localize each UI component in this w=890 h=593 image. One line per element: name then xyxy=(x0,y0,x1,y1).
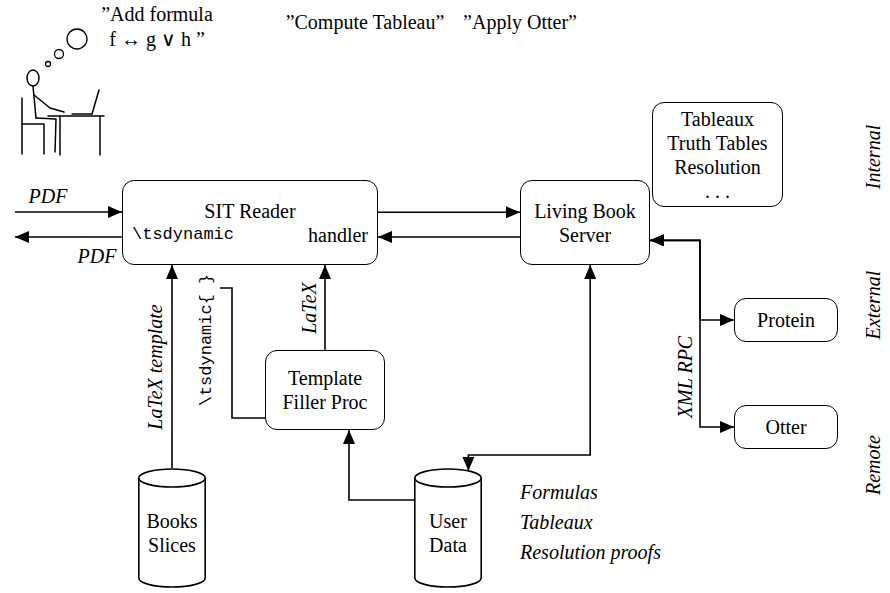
connector xyxy=(378,236,520,238)
text-stack: Living Book Server xyxy=(529,199,641,247)
leader-bracket xyxy=(220,288,265,418)
note-label: Resolution proofs xyxy=(520,541,661,564)
text-row: . . . xyxy=(660,179,775,203)
cylinder-top xyxy=(415,469,481,487)
storage-cylinder: Books Slices xyxy=(138,468,206,588)
node-text: Otter xyxy=(765,415,806,439)
note-label: Internal xyxy=(863,125,883,189)
text-stack: Books Slices xyxy=(140,509,204,557)
note-label: \tsdynamic{ } xyxy=(198,274,215,407)
node-text: Books Slices xyxy=(140,509,204,557)
node-text: handler xyxy=(308,223,368,247)
node-text: Truth Tables xyxy=(667,131,767,155)
edge-label: LaTeX template xyxy=(145,302,165,431)
cylinder-body xyxy=(139,478,205,587)
text-row: Truth Tables xyxy=(660,131,775,155)
note-label: Remote xyxy=(863,435,883,495)
text-row: Living Book Server xyxy=(529,199,641,247)
process-box: TableauxTruth TablesResolution. . . xyxy=(652,102,783,207)
text-stack: User Data xyxy=(417,509,479,557)
node-text: . . . xyxy=(705,179,730,203)
text-row: Tableaux xyxy=(660,107,775,131)
storage-cylinder: User Data xyxy=(414,468,482,588)
text-row: User Data xyxy=(417,509,479,557)
edge-label: LaTeX xyxy=(299,280,319,336)
process-box: SIT Reader\tsdynamic handler xyxy=(122,180,378,265)
connector xyxy=(324,265,326,350)
person-figure xyxy=(22,70,104,155)
connector xyxy=(171,265,173,468)
edge-label: XML RPC xyxy=(675,334,695,420)
note-label: ”Compute Tableau” xyxy=(286,11,445,34)
note-label: ”Apply Otter” xyxy=(463,11,577,34)
node-text: Tableaux xyxy=(681,107,754,131)
connector xyxy=(468,265,590,471)
node-text: \tsdynamic xyxy=(132,223,234,247)
process-box: Living Book Server xyxy=(520,180,650,265)
node-text: SIT Reader xyxy=(204,199,295,223)
note-label: Tableaux xyxy=(520,511,593,534)
text-stack: TableauxTruth TablesResolution. . . xyxy=(660,107,775,203)
note-label: External xyxy=(863,271,883,340)
note-label: ”Add formula f ↔ g ∨ h ” xyxy=(98,2,216,52)
note-label: Formulas xyxy=(520,481,598,504)
node-text: Resolution xyxy=(674,155,761,179)
connector xyxy=(650,240,734,320)
text-row: Books Slices xyxy=(140,509,204,557)
node-text: User Data xyxy=(417,509,479,557)
thought-bubbles xyxy=(46,29,88,67)
cylinder-body xyxy=(415,478,481,587)
text-stack: Otter xyxy=(742,415,830,439)
process-box: Otter xyxy=(734,405,838,449)
text-stack: SIT Reader\tsdynamic handler xyxy=(132,199,368,247)
note-label: PDF xyxy=(78,245,117,268)
process-box: Protein xyxy=(734,298,838,342)
node-text: Template Filler Proc xyxy=(275,366,375,414)
pdf-arrows xyxy=(15,212,122,237)
text-row: Template Filler Proc xyxy=(275,366,375,414)
cylinder-top xyxy=(139,469,205,487)
text-row: SIT Reader xyxy=(132,199,368,223)
connector xyxy=(349,430,414,500)
connector xyxy=(378,212,520,214)
text-row: Resolution xyxy=(660,155,775,179)
note-label: PDF xyxy=(29,185,68,208)
text-row: Protein xyxy=(742,308,830,332)
connector xyxy=(650,240,734,427)
text-row: Otter xyxy=(742,415,830,439)
text-stack: Template Filler Proc xyxy=(275,366,375,414)
text-stack: Protein xyxy=(742,308,830,332)
text-row: \tsdynamic handler xyxy=(132,223,368,247)
process-box: Template Filler Proc xyxy=(265,350,385,430)
node-text: Living Book Server xyxy=(529,199,641,247)
node-text: Protein xyxy=(757,308,815,332)
